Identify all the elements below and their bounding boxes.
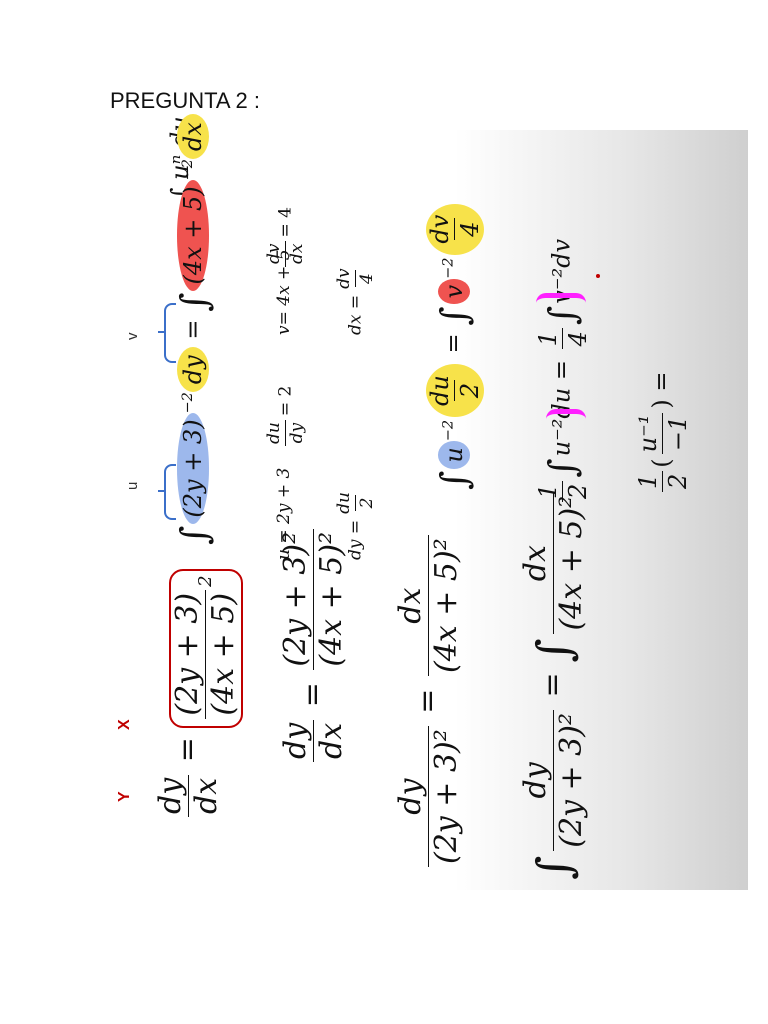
magenta-mark-2 — [536, 293, 586, 320]
sub-main: ∫(2y + 3)−2dy = ∫(4x + 5)−2dx — [172, 114, 216, 545]
magenta-mark-1 — [546, 409, 586, 432]
brace-u — [164, 464, 176, 520]
eq4: ∫dy(2y + 3)² = ∫dx(4x + 5)² — [518, 490, 589, 880]
label-y: Y — [116, 791, 133, 802]
label-u: u — [124, 481, 141, 490]
label-x: X — [116, 719, 133, 730]
label-v: v — [124, 332, 141, 341]
eq1-rhs-box: (2y + 3)(4x + 5)2 — [169, 569, 243, 728]
brace-v — [164, 303, 176, 363]
sub-u-def: u = 2y + 3 — [274, 467, 294, 560]
eq3: dy(2y + 3)² = dx(4x + 5)² — [393, 532, 464, 870]
page-title: PREGUNTA 2 : — [110, 88, 260, 113]
red-dot — [596, 274, 600, 278]
